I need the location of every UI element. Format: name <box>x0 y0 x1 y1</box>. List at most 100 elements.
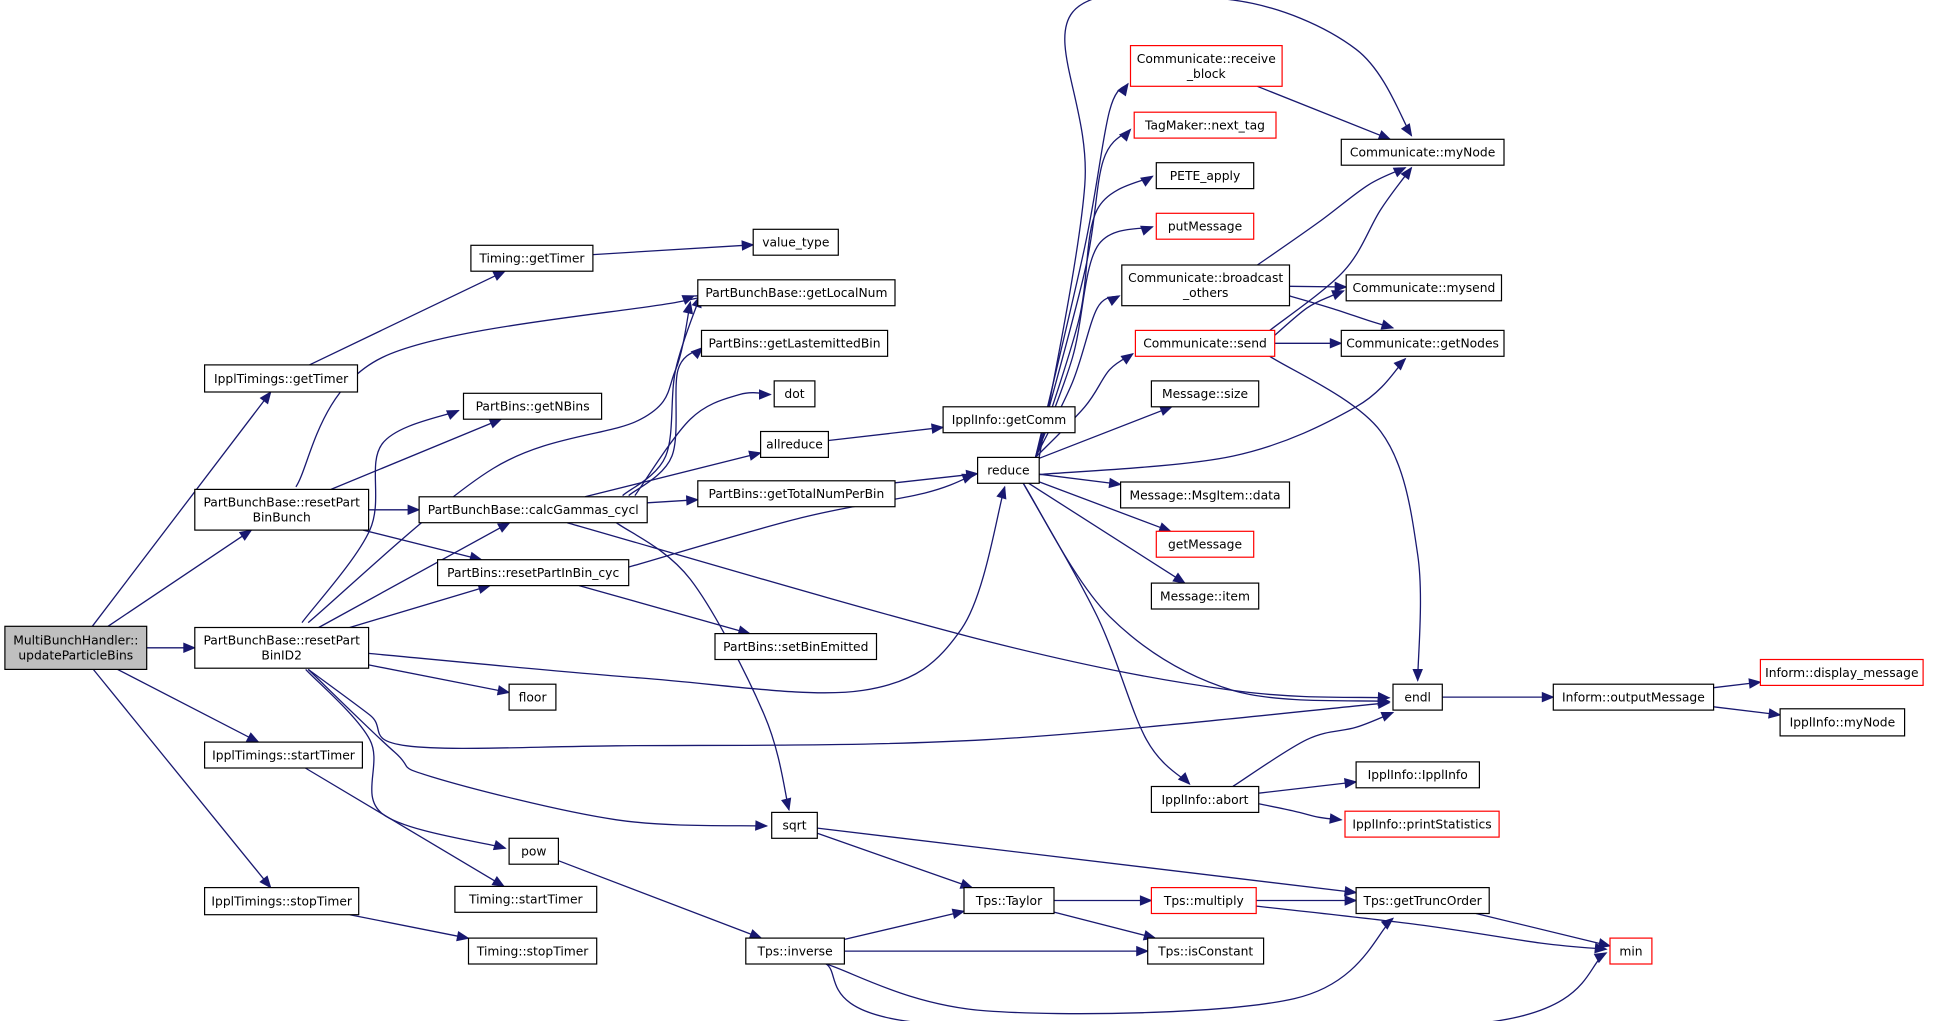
node-box <box>697 480 896 508</box>
node-endl[interactable]: endl <box>1392 683 1443 711</box>
node-comm-receive-block[interactable]: Communicate::receive_block <box>1129 44 1283 87</box>
node-inform-outputMessage[interactable]: Inform::outputMessage <box>1552 683 1715 711</box>
node-box <box>697 279 896 307</box>
arrowhead <box>1392 167 1407 178</box>
edge-root-to-pbb-resetPartBinBunch <box>107 529 253 627</box>
node-comm-mysend[interactable]: Communicate::mysend <box>1345 274 1503 302</box>
node-tps-taylor[interactable]: Tps::Taylor <box>963 886 1055 915</box>
node-pb-getTotalNumPerBin[interactable]: PartBins::getTotalNumPerBin <box>697 480 896 508</box>
node-tps-getTruncOrder[interactable]: Tps::getTruncOrder <box>1355 886 1490 915</box>
node-tps-isConstant[interactable]: Tps::isConstant <box>1147 937 1265 965</box>
node-timing-stopTimer[interactable]: Timing::stopTimer <box>467 937 598 965</box>
node-pete-apply[interactable]: PETE_apply <box>1155 162 1255 190</box>
edge-inform-outputMessage-to-inform-display-message <box>1713 678 1762 689</box>
node-ipplinfo-printStatistics[interactable]: IpplInfo::printStatistics <box>1344 810 1500 838</box>
edge-ippl-startTimer-to-timing-startTimer <box>304 767 506 888</box>
node-message-size[interactable]: Message::size <box>1150 380 1260 408</box>
arrowhead <box>748 929 763 939</box>
node-pb-getNBins[interactable]: PartBins::getNBins <box>462 392 603 420</box>
node-box <box>773 380 816 408</box>
arrowhead <box>1748 678 1762 689</box>
node-label: Message::MsgItem::data <box>1130 488 1281 502</box>
node-ipplinfo-myNode[interactable]: IpplInfo::myNode <box>1779 708 1906 737</box>
node-ipplinfo-ipplinfo[interactable]: IpplInfo::IpplInfo <box>1355 761 1480 789</box>
node-floor[interactable]: floor <box>508 683 557 711</box>
edge-pbb-calcGammas-to-pbb-getLocalNum <box>622 294 702 497</box>
edge-pb-resetPartInBin-to-pb-setBinEmitted <box>578 584 752 636</box>
arrowhead <box>492 840 507 851</box>
node-dot[interactable]: dot <box>773 380 816 408</box>
edges-layer <box>91 0 1782 1021</box>
node-label: Communicate::getNodes <box>1346 337 1499 351</box>
node-label: Communicate::myNode <box>1350 146 1495 160</box>
node-ipplinfo-abort[interactable]: IpplInfo::abort <box>1150 785 1260 813</box>
node-value-type[interactable]: value_type <box>752 228 839 256</box>
node-label: Message::item <box>1160 589 1250 603</box>
node-pb-getLastemittedBin[interactable]: PartBins::getLastemittedBin <box>700 329 889 357</box>
arrowhead <box>1344 886 1358 897</box>
node-tps-inverse[interactable]: Tps::inverse <box>745 937 845 965</box>
arrowhead <box>1140 225 1154 236</box>
node-allreduce[interactable]: allreduce <box>759 430 829 458</box>
node-root[interactable]: MultiBunchHandler::updateParticleBins <box>4 625 148 670</box>
node-comm-broadcast-others[interactable]: Communicate::broadcast_others <box>1121 264 1291 307</box>
node-min[interactable]: min <box>1609 937 1653 965</box>
node-label: _others <box>1182 286 1228 300</box>
node-pb-setBinEmitted[interactable]: PartBins::setBinEmitted <box>714 632 878 661</box>
arrowhead <box>1158 522 1172 533</box>
node-pbb-calcGammas[interactable]: PartBunchBase::calcGammas_cycl <box>418 496 648 524</box>
node-comm-getNodes[interactable]: Communicate::getNodes <box>1340 329 1505 357</box>
node-label: Inform::outputMessage <box>1562 690 1705 704</box>
node-box <box>1609 937 1653 965</box>
node-comm-send[interactable]: Communicate::send <box>1134 329 1276 357</box>
edge-pbb-resetPartBinID2-to-pbb-getLocalNum <box>307 300 694 624</box>
node-label: IpplTimings::stopTimer <box>211 895 353 909</box>
node-sqrt[interactable]: sqrt <box>771 811 818 839</box>
edge-ipplinfo-abort-to-ipplinfo-printStatistics <box>1258 803 1343 824</box>
node-timing-getTimer[interactable]: Timing::getTimer <box>470 244 594 272</box>
node-box <box>1155 212 1255 240</box>
node-ippl-startTimer[interactable]: IpplTimings::startTimer <box>204 741 364 769</box>
node-tagmaker-next-tag[interactable]: TagMaker::next_tag <box>1133 111 1277 139</box>
arrowhead <box>1380 319 1395 330</box>
arrowhead <box>407 504 421 516</box>
node-label: endl <box>1404 690 1431 704</box>
node-ippl-stopTimer[interactable]: IpplTimings::stopTimer <box>204 886 360 916</box>
edge-pbb-calcGammas-to-sqrt <box>616 522 792 812</box>
node-label: Communicate::send <box>1143 337 1267 351</box>
node-box <box>1345 274 1503 302</box>
node-message-item[interactable]: Message::item <box>1150 582 1260 610</box>
node-label: BinBunch <box>253 511 311 525</box>
node-label: PartBunchBase::resetPart <box>203 634 360 648</box>
node-inform-display-message[interactable]: Inform::display_message <box>1759 658 1924 686</box>
node-reduce[interactable]: reduce <box>976 456 1040 484</box>
node-msgitem-data[interactable]: Message::MsgItem::data <box>1119 481 1291 509</box>
node-getMessage[interactable]: getMessage <box>1155 530 1255 558</box>
node-putMessage[interactable]: putMessage <box>1155 212 1255 240</box>
node-box <box>4 625 148 670</box>
node-timing-startTimer[interactable]: Timing::startTimer <box>454 885 598 913</box>
node-box <box>437 559 630 587</box>
node-label: Timing::getTimer <box>478 252 585 266</box>
node-label: Communicate::broadcast <box>1128 271 1283 285</box>
node-label: PartBunchBase::resetPart <box>203 496 360 510</box>
arrowhead <box>456 930 470 942</box>
node-pbb-getLocalNum[interactable]: PartBunchBase::getLocalNum <box>697 279 896 307</box>
node-tps-multiply[interactable]: Tps::multiply <box>1150 886 1257 915</box>
node-ipplinfo-getComm[interactable]: IpplInfo::getComm <box>942 406 1076 434</box>
edge-tps-multiply-to-tps-getTruncOrder <box>1256 895 1358 906</box>
node-box <box>771 811 818 839</box>
edge-pbb-calcGammas-to-pb-getLastemittedBin <box>628 346 704 497</box>
node-comm-myNode[interactable]: Communicate::myNode <box>1340 138 1505 166</box>
arrowhead <box>1400 166 1413 181</box>
node-ippl-getTimer[interactable]: IpplTimings::getTimer <box>204 364 359 393</box>
node-pow[interactable]: pow <box>508 837 560 865</box>
edge-pbb-calcGammas-to-allreduce <box>584 450 762 498</box>
node-pb-resetPartInBin[interactable]: PartBins::resetPartInBin_cyc <box>437 559 630 587</box>
arrowhead <box>497 522 511 533</box>
edge-endl-to-inform-outputMessage <box>1442 691 1555 703</box>
edge-allreduce-to-ipplinfo-getComm <box>828 423 945 442</box>
node-box <box>454 885 598 913</box>
